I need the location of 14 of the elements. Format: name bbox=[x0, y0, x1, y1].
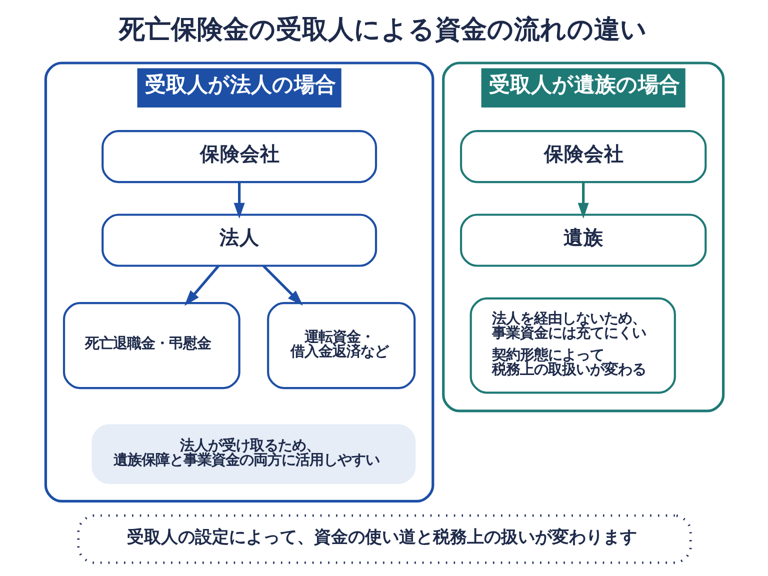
node-box: 死亡退職金・弔慰金 bbox=[62, 302, 240, 390]
arrow bbox=[577, 182, 588, 219]
arrow bbox=[184, 265, 220, 306]
node-box: 保険会社 bbox=[101, 130, 377, 184]
node-box: 法人が受け取るため、遺族保障と事業資金の両方に活用しやすい bbox=[91, 424, 416, 484]
node-box: 運転資金・借入金返済など bbox=[266, 302, 416, 390]
diagram-title: 死亡保険金の受取人による資金の流れの違い bbox=[118, 15, 646, 46]
node-box: 法人 bbox=[101, 214, 377, 267]
arrow bbox=[262, 264, 302, 306]
node-box: 保険会社 bbox=[459, 130, 706, 184]
arrow bbox=[233, 182, 244, 219]
node-box: 法人を経由しないため、事業資金には充てにくい 契約形態によって税務上の取扱いが変わる bbox=[469, 297, 676, 394]
node-box: 受取人の設定によって、資金の使い道と税務上の扱いが変わります bbox=[76, 514, 692, 564]
node-box: 遺族 bbox=[459, 214, 706, 267]
